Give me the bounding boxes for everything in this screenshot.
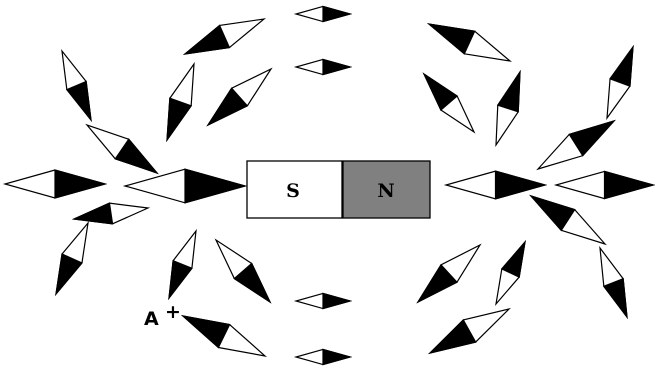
south-pole-label: S — [286, 180, 300, 202]
compass-needle — [416, 243, 482, 304]
needle-dark-tip — [422, 72, 459, 111]
needle-dark-tip — [603, 170, 655, 200]
needle-dark-tip — [184, 168, 248, 204]
compass-needle — [553, 170, 655, 200]
compass-needle — [422, 72, 476, 134]
needle-dark-tip — [568, 119, 616, 157]
needle-dark-tip — [71, 202, 114, 225]
needle-dark-tip — [55, 253, 83, 297]
compass-needle — [495, 69, 521, 148]
compass-needle — [606, 44, 634, 121]
compass-needle — [293, 292, 353, 310]
point-a-label: A — [144, 308, 159, 330]
needle-dark-tip — [322, 292, 353, 310]
needle-dark-tip — [166, 97, 193, 143]
compass-needle — [293, 58, 353, 76]
compass-needle — [2, 169, 108, 199]
compass-needle — [599, 245, 628, 320]
needle-dark-tip — [496, 69, 521, 113]
point-a-marker: + — [165, 301, 181, 323]
compass-needle — [122, 168, 248, 204]
compass-needle — [426, 23, 513, 62]
compass-needle — [293, 348, 353, 366]
needle-dark-tip — [322, 5, 353, 23]
compass-needle — [180, 315, 268, 357]
compass-needle — [214, 238, 272, 304]
needle-dark-tip — [182, 24, 231, 55]
needle-dark-tip — [54, 169, 108, 199]
compass-needle — [293, 5, 353, 23]
needle-dark-tip — [322, 348, 353, 366]
magnet-south-pole — [246, 160, 343, 219]
compass-needle — [428, 307, 511, 355]
compass-needle — [529, 194, 607, 246]
needle-dark-tip — [602, 277, 628, 320]
compass-needle — [61, 48, 92, 123]
magnet-north-pole — [342, 160, 431, 219]
compass-needle — [206, 67, 273, 127]
needle-dark-tip — [206, 87, 249, 127]
needle-dark-tip — [416, 263, 458, 304]
needle-dark-tip — [233, 262, 272, 304]
needle-dark-tip — [426, 23, 476, 55]
needle-dark-tip — [65, 80, 92, 123]
needle-dark-tip — [500, 239, 526, 278]
compass-needle — [443, 170, 548, 200]
compass-needle — [495, 239, 526, 307]
compass-needles — [2, 5, 655, 366]
needle-dark-tip — [322, 58, 353, 76]
compass-needle — [166, 61, 195, 143]
compass-needle — [85, 123, 159, 175]
needle-dark-tip — [180, 315, 231, 349]
north-pole-label: N — [377, 180, 394, 202]
bar-magnet: S N — [246, 160, 431, 219]
needle-dark-tip — [168, 259, 193, 301]
compass-needle — [71, 202, 151, 225]
needle-dark-tip — [529, 194, 576, 232]
needle-dark-tip — [494, 170, 548, 200]
compass-needle — [182, 18, 267, 55]
compass-needle — [55, 220, 89, 297]
needle-dark-tip — [428, 318, 477, 355]
compass-needle — [168, 228, 197, 301]
needle-dark-tip — [114, 138, 159, 175]
compass-needle — [536, 119, 616, 171]
needle-dark-tip — [609, 44, 634, 87]
